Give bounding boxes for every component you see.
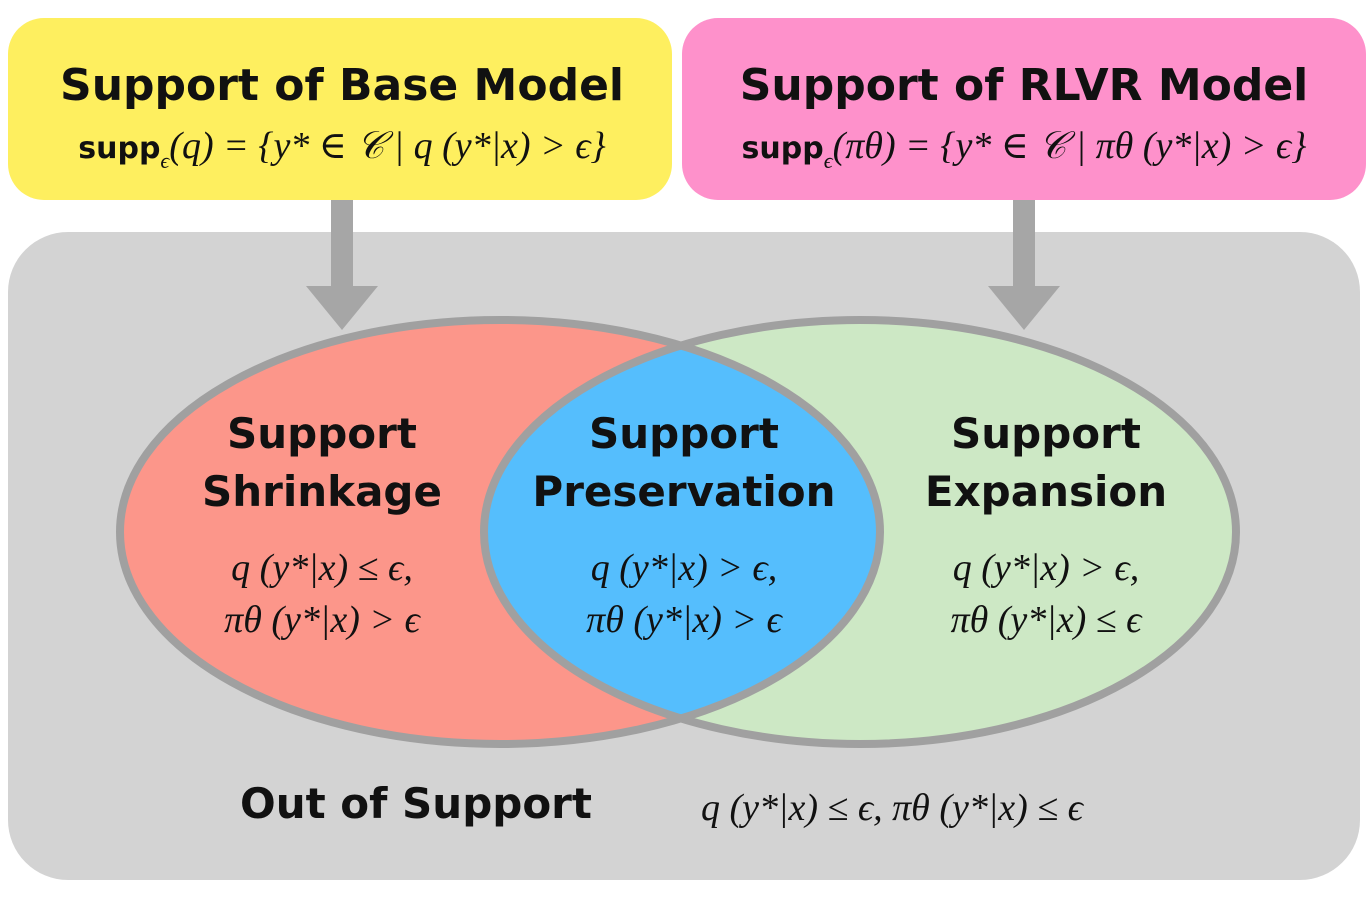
rlvr-arrow [988, 200, 1060, 330]
out-of-support-label: Out of Support [240, 779, 592, 828]
expansion-title-line2: Expansion [925, 467, 1167, 516]
expansion-title-line1: Support [951, 409, 1141, 458]
base-support-outline [116, 316, 884, 748]
base-box-title: Support of Base Model [60, 60, 624, 111]
rlvr-box-title: Support of RLVR Model [740, 60, 1309, 111]
shrinkage-condition-line1: q (y*|x) ≤ ϵ, [231, 547, 413, 589]
rlvr-box-formula: suppϵ(πθ) = {y* ∈ 𝒞 | πθ (y*|x) > ϵ} [742, 125, 1307, 173]
rlvr-model-box [682, 18, 1366, 200]
expansion-condition-line1: q (y*|x) > ϵ, [953, 547, 1139, 589]
preservation-condition-line2: πθ (y*|x) > ϵ [586, 599, 783, 641]
expansion-condition-line2: πθ (y*|x) ≤ ϵ [951, 599, 1144, 641]
preservation-condition-line1: q (y*|x) > ϵ, [591, 547, 777, 589]
base-arrow [306, 200, 378, 330]
preservation-region [484, 320, 880, 744]
shrinkage-title-line1: Support [227, 409, 417, 458]
base-model-box [8, 18, 672, 200]
shrinkage-title-line2: Shrinkage [202, 467, 442, 516]
base-box-formula: suppϵ(q) = {y* ∈ 𝒞 | q (y*|x) > ϵ} [78, 125, 605, 173]
shrinkage-condition-line2: πθ (y*|x) > ϵ [224, 599, 421, 641]
out-of-support-condition: q (y*|x) ≤ ϵ, πθ (y*|x) ≤ ϵ [701, 787, 1085, 829]
preservation-title-line2: Preservation [532, 467, 835, 516]
preservation-title-line1: Support [589, 409, 779, 458]
rlvr-support-outline [480, 316, 1240, 748]
